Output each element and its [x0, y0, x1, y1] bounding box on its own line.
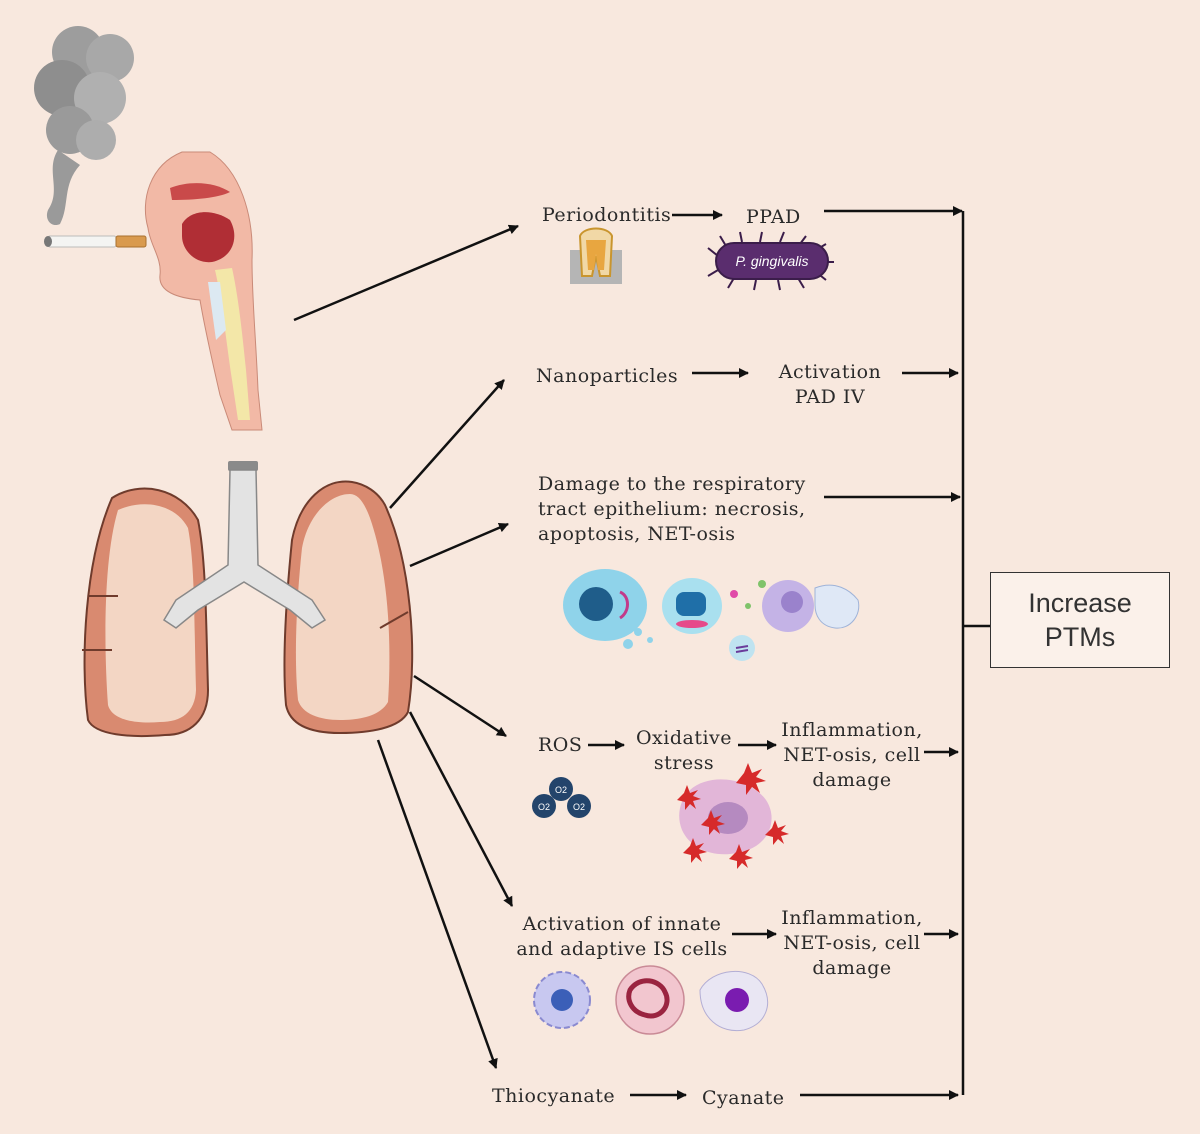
bacterium-illustration	[707, 231, 834, 291]
inflammation-1-line-3: damage	[812, 769, 892, 791]
ros-o2-label-3: O2	[573, 802, 585, 812]
damage-line-3: apoptosis, NET-osis	[538, 523, 736, 545]
result-line-1: Increase	[1028, 588, 1132, 618]
damaged-cells-illustration	[563, 569, 860, 661]
arrows	[293, 206, 990, 1100]
thiocyanate-label: Thiocyanate	[492, 1085, 616, 1107]
epithelium-damage-label: Damage to the respiratory tract epitheli…	[538, 472, 806, 547]
ppad-label: PPAD	[746, 206, 801, 228]
inflammation-1-line-2: NET-osis, cell	[783, 744, 921, 766]
smoke-cloud-illustration	[34, 26, 134, 226]
immune-activation-label: Activation of innate and adaptive IS cel…	[514, 912, 730, 962]
cigarette-illustration	[44, 235, 147, 248]
ros-label: ROS	[538, 734, 583, 756]
immune-cells-illustration	[533, 965, 769, 1035]
activation-pad-label: Activation PAD IV	[760, 360, 900, 410]
inflammation-2-line-2: NET-osis, cell	[783, 932, 921, 954]
tooth-illustration	[570, 227, 622, 284]
innate-line-2: and adaptive IS cells	[516, 938, 728, 960]
damage-line-1: Damage to the respiratory	[538, 473, 806, 495]
damage-line-2: tract epithelium: necrosis,	[538, 498, 806, 520]
increase-ptms-label: Increase PTMs	[1028, 586, 1132, 654]
head-cross-section-illustration	[144, 151, 263, 431]
oxidative-line-1: Oxidative	[635, 727, 733, 749]
ros-o2-label-1: O2	[555, 785, 567, 795]
inflammation-label-2: Inflammation, NET-osis, cell damage	[778, 906, 926, 981]
bacterium-label: P. gingivalis	[736, 253, 809, 269]
result-line-2: PTMs	[1044, 622, 1116, 652]
periodontitis-label: Periodontitis	[542, 204, 672, 226]
ros-o2-label-2: O2	[538, 802, 550, 812]
inflammation-label-1: Inflammation, NET-osis, cell damage	[778, 718, 926, 793]
activation-line-2: PAD IV	[794, 386, 866, 408]
nanoparticles-label: Nanoparticles	[536, 365, 679, 387]
inflammation-2-line-1: Inflammation,	[781, 907, 923, 929]
stressed-cell-illustration	[677, 763, 789, 869]
oxidative-stress-label: Oxidative stress	[626, 726, 742, 776]
oxidative-line-2: stress	[653, 752, 715, 774]
cyanate-label: Cyanate	[702, 1087, 785, 1109]
inflammation-2-line-3: damage	[812, 957, 892, 979]
increase-ptms-box: Increase PTMs	[990, 572, 1170, 668]
ros-molecules-illustration	[532, 777, 591, 818]
innate-line-1: Activation of innate	[522, 913, 722, 935]
inflammation-1-line-1: Inflammation,	[781, 719, 923, 741]
lungs-illustration	[82, 461, 414, 738]
activation-line-1: Activation	[778, 361, 882, 383]
